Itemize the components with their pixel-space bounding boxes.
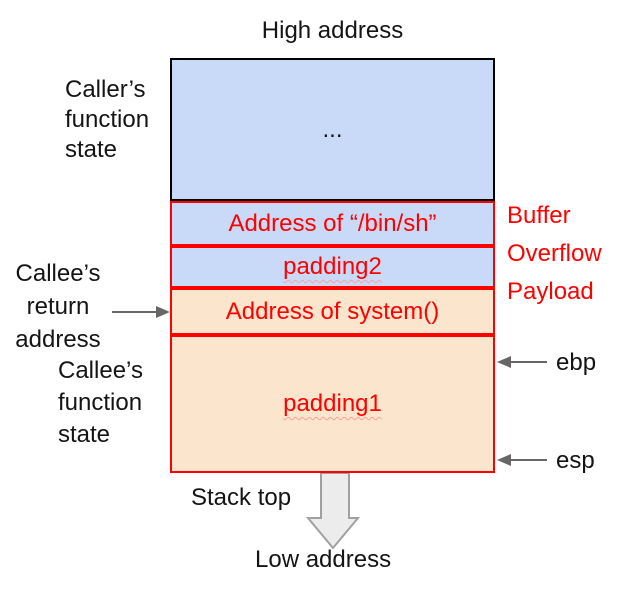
- callee-return-address-label: Callee’s return address: [15, 260, 101, 353]
- high-address-label: High address: [261, 17, 404, 44]
- stack-growth-down-arrow-icon: [305, 473, 361, 550]
- stack-top-label: Stack top: [191, 484, 292, 511]
- esp-register-label: esp: [556, 447, 595, 474]
- stack-row-label: padding2: [283, 253, 382, 280]
- caller-frame-cell: ...: [170, 58, 495, 201]
- caller-function-state-label: Caller’s function state: [65, 76, 150, 163]
- stack-row-label: padding1: [283, 390, 382, 417]
- return-address-arrow-icon: [112, 306, 170, 318]
- stack-box: ... Address of “/bin/sh” padding2 Addres…: [170, 58, 495, 473]
- esp-arrow-icon: [497, 454, 547, 466]
- stack-row-label: Address of system(): [225, 297, 440, 325]
- callee-function-state-label: Callee’s function state: [58, 357, 143, 448]
- stack-row-system-address: Address of system(): [170, 288, 495, 335]
- stack-row-label: Address of “/bin/sh”: [228, 209, 437, 237]
- stack-row-padding1: padding1: [170, 335, 495, 473]
- buffer-overflow-payload-label: Buffer Overflow Payload: [507, 202, 602, 305]
- low-address-label: Low address: [255, 546, 392, 573]
- stack-row-binsh-address: Address of “/bin/sh”: [170, 201, 495, 246]
- stack-row-padding2: padding2: [170, 246, 495, 288]
- ebp-arrow-icon: [497, 356, 547, 368]
- ebp-register-label: ebp: [556, 349, 597, 376]
- caller-frame-ellipsis: ...: [322, 115, 343, 143]
